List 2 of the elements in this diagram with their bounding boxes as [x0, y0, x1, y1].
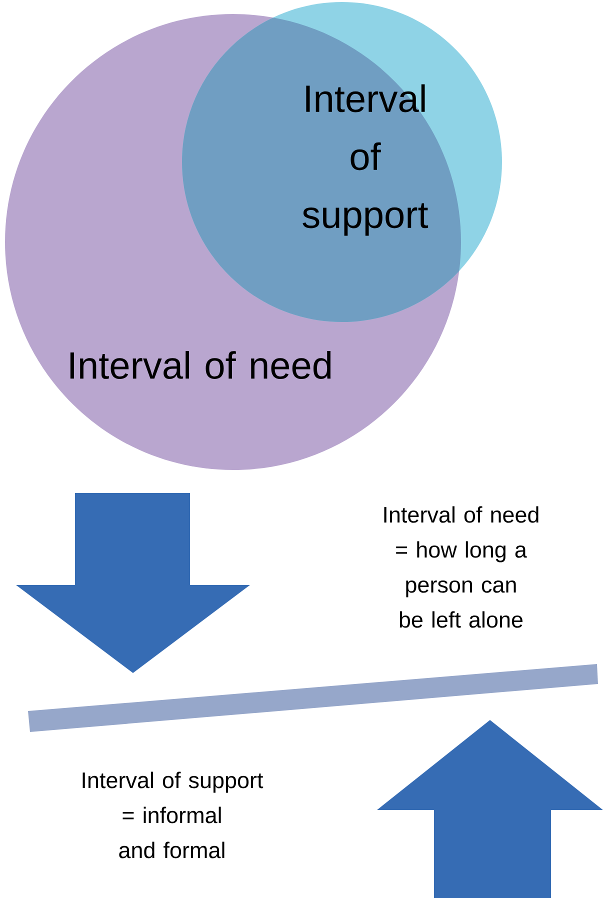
note-text: Interval of support = informal and formal — [82, 772, 264, 858]
note-text: Interval of need = how long a person can be left alone — [384, 506, 538, 628]
